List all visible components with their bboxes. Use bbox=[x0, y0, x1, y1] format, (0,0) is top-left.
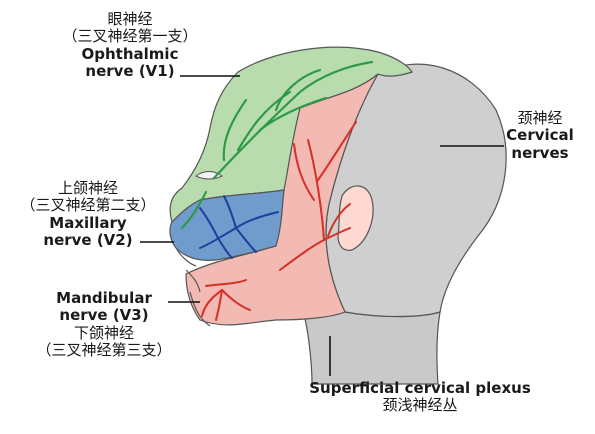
v3-label-en-2: nerve (V3) bbox=[59, 306, 149, 325]
v3-nerve-branches bbox=[201, 121, 357, 321]
cervical-label: 颈神经 Cervical nerves bbox=[500, 109, 580, 162]
v3-label-cn-sub: （三叉神经第三支） bbox=[36, 340, 172, 359]
v1-nerve-branches bbox=[180, 60, 374, 230]
v1-label: 眼神经 （三叉神经第一支） Ophthalmic nerve (V1) bbox=[30, 10, 230, 80]
cervical-label-cn: 颈神经 bbox=[517, 109, 563, 127]
v3-label-cn: 下颌神经 bbox=[73, 323, 134, 342]
leader-lines bbox=[140, 75, 504, 376]
v2-nerve-branches bbox=[199, 195, 279, 259]
v2-label-cn: 上颌神经 bbox=[57, 179, 118, 197]
cervical-label-en-2: nerves bbox=[511, 143, 569, 162]
plexus-label-en: Superficial cervical plexus bbox=[309, 379, 531, 397]
v1-label-en-1: Ophthalmic bbox=[81, 44, 179, 63]
plexus-label-cn: 颈浅神经丛 bbox=[382, 396, 458, 415]
v3-label: Mandibular nerve (V3) 下颌神经 （三叉神经第三支） bbox=[14, 289, 194, 359]
v2-label-en-1: Maxillary bbox=[49, 213, 127, 232]
v3-label-en-1: Mandibular bbox=[56, 289, 152, 307]
v1-label-en-2: nerve (V1) bbox=[85, 61, 175, 80]
chin-outline bbox=[189, 291, 211, 327]
mouth-outline bbox=[175, 247, 201, 293]
v1-region bbox=[169, 46, 413, 224]
v2-label: 上颌神经 （三叉神经第二支） Maxillary nerve (V2) bbox=[0, 179, 176, 249]
cervical-label-en-1: Cervical bbox=[506, 126, 574, 145]
plexus-label: Superficial cervical plexus 颈浅神经丛 bbox=[270, 379, 570, 415]
v2-label-cn-sub: （三叉神经第二支） bbox=[20, 196, 156, 215]
ear bbox=[337, 185, 374, 251]
v1-label-cn-sub: （三叉神经第一支） bbox=[62, 27, 198, 46]
v1-label-cn: 眼神经 bbox=[107, 10, 153, 28]
v2-label-en-2: nerve (V2) bbox=[43, 230, 133, 249]
